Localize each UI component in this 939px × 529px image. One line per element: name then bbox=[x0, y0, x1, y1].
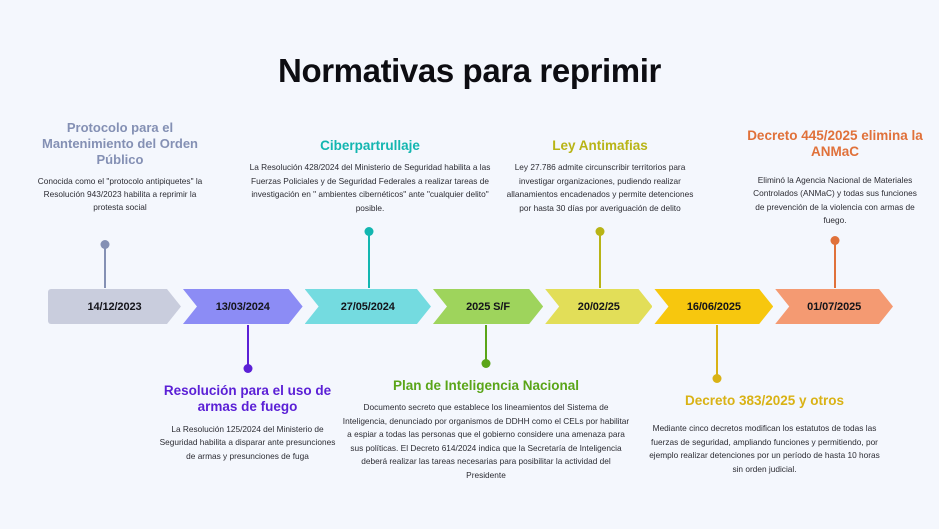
pin-dot bbox=[830, 236, 840, 245]
card-protocolo-orden-publico: Protocolo para el Mantenimiento del Orde… bbox=[24, 120, 216, 215]
connector-pin-plan-inteligencia-nacional bbox=[481, 325, 491, 368]
timeline-segment-1[interactable]: 13/03/2024 bbox=[183, 289, 303, 324]
timeline-segment-date: 2025 S/F bbox=[466, 300, 510, 313]
connector-pin-ciberpartrullaje bbox=[364, 227, 374, 288]
connector-pin-decreto-383-2025 bbox=[712, 325, 722, 383]
card-heading: Plan de Inteligencia Nacional bbox=[392, 378, 580, 393]
pin-dot bbox=[712, 374, 722, 383]
card-body: Ley 27.786 admite circunscribir territor… bbox=[506, 162, 694, 213]
timeline-segment-date: 16/06/2025 bbox=[686, 300, 741, 313]
pin-stem bbox=[104, 245, 106, 288]
pin-dot bbox=[243, 364, 253, 373]
pin-dot bbox=[595, 227, 605, 236]
page-title: Normativas para reprimir bbox=[278, 52, 661, 89]
pin-stem bbox=[485, 325, 487, 363]
timeline-segment-date: 27/05/2024 bbox=[340, 300, 395, 313]
pin-dot bbox=[364, 227, 374, 236]
card-resolucion-armas-de-fuego: Resolución para el uso de armas de fuego… bbox=[155, 383, 340, 463]
connector-pin-ley-antimafias bbox=[595, 227, 605, 288]
card-ley-antimafias: Ley Antimafias Ley 27.786 admite circuns… bbox=[505, 138, 695, 215]
card-heading: Decreto 445/2025 elimina la ANMaC bbox=[747, 128, 923, 160]
timeline-segment-date: 20/02/25 bbox=[577, 300, 620, 313]
card-heading: Resolución para el uso de armas de fuego bbox=[163, 383, 332, 415]
pin-dot bbox=[100, 240, 110, 249]
card-heading: Decreto 383/2025 y otros bbox=[684, 393, 845, 408]
card-plan-inteligencia-nacional: Plan de Inteligencia Nacional Documento … bbox=[341, 378, 631, 482]
timeline-segment-6[interactable]: 01/07/2025 bbox=[775, 289, 893, 324]
pin-stem bbox=[247, 325, 249, 368]
card-ciberpartrullaje: Ciberpartrullaje La Resolución 428/2024 … bbox=[248, 138, 492, 215]
timeline-segment-2[interactable]: 27/05/2024 bbox=[305, 289, 431, 324]
card-heading: Ciberpartrullaje bbox=[320, 138, 420, 153]
card-body: Eliminó la Agencia Nacional de Materiale… bbox=[753, 174, 917, 226]
timeline-segment-4[interactable]: 20/02/25 bbox=[545, 289, 652, 324]
timeline-segment-date: 13/03/2024 bbox=[215, 300, 270, 313]
pin-dot bbox=[481, 359, 491, 368]
card-decreto-383-2025: Decreto 383/2025 y otros Mediante cinco … bbox=[643, 393, 886, 476]
card-heading: Protocolo para el Mantenimiento del Orde… bbox=[41, 120, 198, 167]
timeline-segment-5[interactable]: 16/06/2025 bbox=[654, 289, 773, 324]
timeline-segment-date: 14/12/2023 bbox=[87, 300, 142, 313]
timeline-segment-0[interactable]: 14/12/2023 bbox=[48, 289, 181, 324]
pin-stem bbox=[368, 232, 370, 288]
timeline-segment-3[interactable]: 2025 S/F bbox=[433, 289, 543, 324]
card-decreto-445-2025-anmac: Decreto 445/2025 elimina la ANMaC Elimin… bbox=[745, 128, 925, 228]
card-body: Documento secreto que establece los line… bbox=[342, 402, 630, 480]
connector-pin-protocolo-orden-publico bbox=[100, 240, 110, 288]
card-body: La Resolución 125/2024 del Ministerio de… bbox=[159, 423, 336, 461]
connector-pin-resolucion-armas-de-fuego bbox=[243, 325, 253, 373]
connector-pin-decreto-445-2025-anmac bbox=[830, 236, 840, 288]
card-heading: Ley Antimafias bbox=[552, 138, 648, 153]
pin-stem bbox=[599, 232, 601, 288]
pin-stem bbox=[716, 325, 718, 378]
card-body: La Resolución 428/2024 del Ministerio de… bbox=[249, 162, 491, 213]
card-body: Conocida como el "protocolo antipiquetes… bbox=[37, 175, 203, 213]
pin-stem bbox=[834, 241, 836, 288]
card-body: Mediante cinco decretos modifican los es… bbox=[649, 423, 880, 474]
timeline-segment-date: 01/07/2025 bbox=[807, 300, 862, 313]
timeline-bar: 14/12/2023 13/03/2024 27/05/2024 2025 S/… bbox=[48, 289, 893, 324]
